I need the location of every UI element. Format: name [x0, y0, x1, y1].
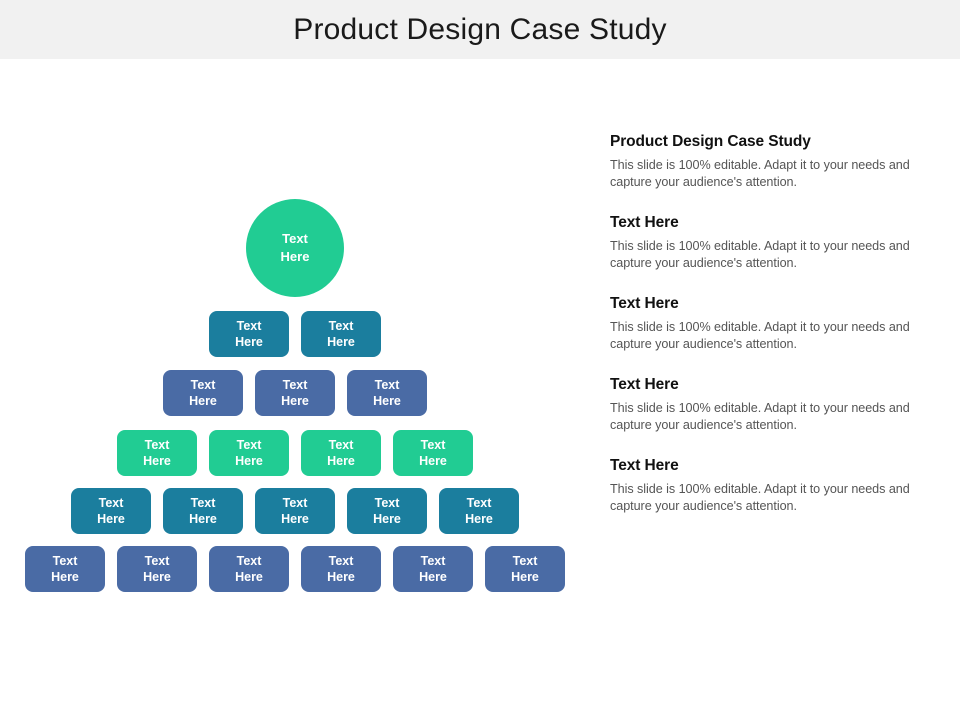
pyramid-node-label-line1: Text: [236, 438, 262, 452]
pyramid-node-label-line2: Here: [511, 570, 539, 584]
description-block: Text Here This slide is 100% editable. A…: [610, 213, 920, 272]
pyramid-node-label-line2: Here: [189, 394, 217, 408]
pyramid-node[interactable]: Text Here: [393, 546, 473, 592]
description-heading: Product Design Case Study: [610, 133, 811, 150]
pyramid-node-label-line1: Text: [282, 231, 308, 246]
pyramid-node[interactable]: Text Here: [163, 488, 243, 534]
pyramid-node[interactable]: Text Here: [255, 370, 335, 416]
pyramid-node-label-line2: Here: [327, 335, 355, 349]
pyramid-node-label-line2: Here: [189, 512, 217, 526]
pyramid-node-label-line2: Here: [280, 249, 310, 264]
pyramid-node-label-line2: Here: [97, 512, 125, 526]
pyramid-node-label-line1: Text: [328, 319, 354, 333]
pyramid-node-label-line1: Text: [328, 438, 354, 452]
pyramid-node-label-line2: Here: [465, 512, 493, 526]
pyramid-row-1: Text Here: [0, 199, 590, 297]
description-block: Text Here This slide is 100% editable. A…: [610, 294, 920, 353]
pyramid-node-label-line1: Text: [98, 496, 124, 510]
pyramid-node[interactable]: Text Here: [246, 199, 344, 297]
pyramid-node[interactable]: Text Here: [163, 370, 243, 416]
pyramid-node-label-line1: Text: [52, 554, 78, 568]
pyramid-node[interactable]: Text Here: [301, 546, 381, 592]
pyramid-node-label-line1: Text: [190, 378, 216, 392]
pyramid-node-label-line1: Text: [420, 554, 446, 568]
pyramid-node-label-line2: Here: [419, 570, 447, 584]
pyramid-node-label-line2: Here: [235, 454, 263, 468]
pyramid-node-label-line2: Here: [419, 454, 447, 468]
description-heading: Text Here: [610, 376, 679, 393]
pyramid-node-label-line2: Here: [373, 512, 401, 526]
pyramid-node-label-line1: Text: [466, 496, 492, 510]
pyramid-node[interactable]: Text Here: [301, 430, 381, 476]
description-block: Product Design Case Study This slide is …: [610, 132, 920, 191]
pyramid-row-2: Text Here Text Here: [0, 311, 590, 357]
description-heading: Text Here: [610, 457, 679, 474]
pyramid-node-label-line1: Text: [144, 554, 170, 568]
pyramid-node-label-line2: Here: [235, 570, 263, 584]
page-title: Product Design Case Study: [293, 13, 667, 46]
pyramid-row-4: Text Here Text Here Text Here Text Here: [0, 430, 590, 476]
pyramid-node[interactable]: Text Here: [209, 546, 289, 592]
pyramid-node[interactable]: Text Here: [209, 311, 289, 357]
pyramid-diagram: Text Here Text Here Text Here Text Here …: [0, 59, 590, 720]
description-body: This slide is 100% editable. Adapt it to…: [610, 239, 910, 270]
pyramid-node-label-line2: Here: [327, 570, 355, 584]
pyramid-node-label-line1: Text: [374, 378, 400, 392]
description-body: This slide is 100% editable. Adapt it to…: [610, 158, 910, 189]
pyramid-node-label-line2: Here: [281, 394, 309, 408]
pyramid-row-5: Text Here Text Here Text Here Text Here …: [0, 488, 590, 534]
description-block: Text Here This slide is 100% editable. A…: [610, 456, 920, 515]
pyramid-node[interactable]: Text Here: [393, 430, 473, 476]
pyramid-node[interactable]: Text Here: [485, 546, 565, 592]
pyramid-node-label-line1: Text: [282, 378, 308, 392]
pyramid-node-label-line1: Text: [144, 438, 170, 452]
description-body: This slide is 100% editable. Adapt it to…: [610, 401, 910, 432]
pyramid-node-label-line2: Here: [143, 570, 171, 584]
pyramid-node-label-line1: Text: [512, 554, 538, 568]
pyramid-row-6: Text Here Text Here Text Here Text Here …: [0, 546, 590, 592]
pyramid-node-label-line1: Text: [190, 496, 216, 510]
pyramid-node-label-line1: Text: [328, 554, 354, 568]
pyramid-node-label-line2: Here: [143, 454, 171, 468]
slide-header-band: [0, 0, 960, 59]
pyramid-row-3: Text Here Text Here Text Here: [0, 370, 590, 416]
description-heading: Text Here: [610, 214, 679, 231]
pyramid-node[interactable]: Text Here: [117, 546, 197, 592]
pyramid-node[interactable]: Text Here: [347, 488, 427, 534]
description-heading: Text Here: [610, 295, 679, 312]
pyramid-node-label-line1: Text: [374, 496, 400, 510]
description-body: This slide is 100% editable. Adapt it to…: [610, 320, 910, 351]
pyramid-node[interactable]: Text Here: [255, 488, 335, 534]
pyramid-node[interactable]: Text Here: [117, 430, 197, 476]
pyramid-node-label-line2: Here: [235, 335, 263, 349]
pyramid-node[interactable]: Text Here: [25, 546, 105, 592]
description-block: Text Here This slide is 100% editable. A…: [610, 375, 920, 434]
pyramid-node-label-line1: Text: [420, 438, 446, 452]
pyramid-node[interactable]: Text Here: [209, 430, 289, 476]
description-body: This slide is 100% editable. Adapt it to…: [610, 482, 910, 513]
pyramid-node-label-line2: Here: [327, 454, 355, 468]
description-column: Product Design Case Study This slide is …: [610, 132, 920, 537]
pyramid-node[interactable]: Text Here: [71, 488, 151, 534]
pyramid-node[interactable]: Text Here: [301, 311, 381, 357]
pyramid-node-label-line2: Here: [281, 512, 309, 526]
pyramid-node[interactable]: Text Here: [439, 488, 519, 534]
pyramid-node-label-line1: Text: [236, 319, 262, 333]
pyramid-node-label-line1: Text: [282, 496, 308, 510]
pyramid-node[interactable]: Text Here: [347, 370, 427, 416]
pyramid-node-label-line1: Text: [236, 554, 262, 568]
pyramid-node-label-line2: Here: [51, 570, 79, 584]
pyramid-node-label-line2: Here: [373, 394, 401, 408]
